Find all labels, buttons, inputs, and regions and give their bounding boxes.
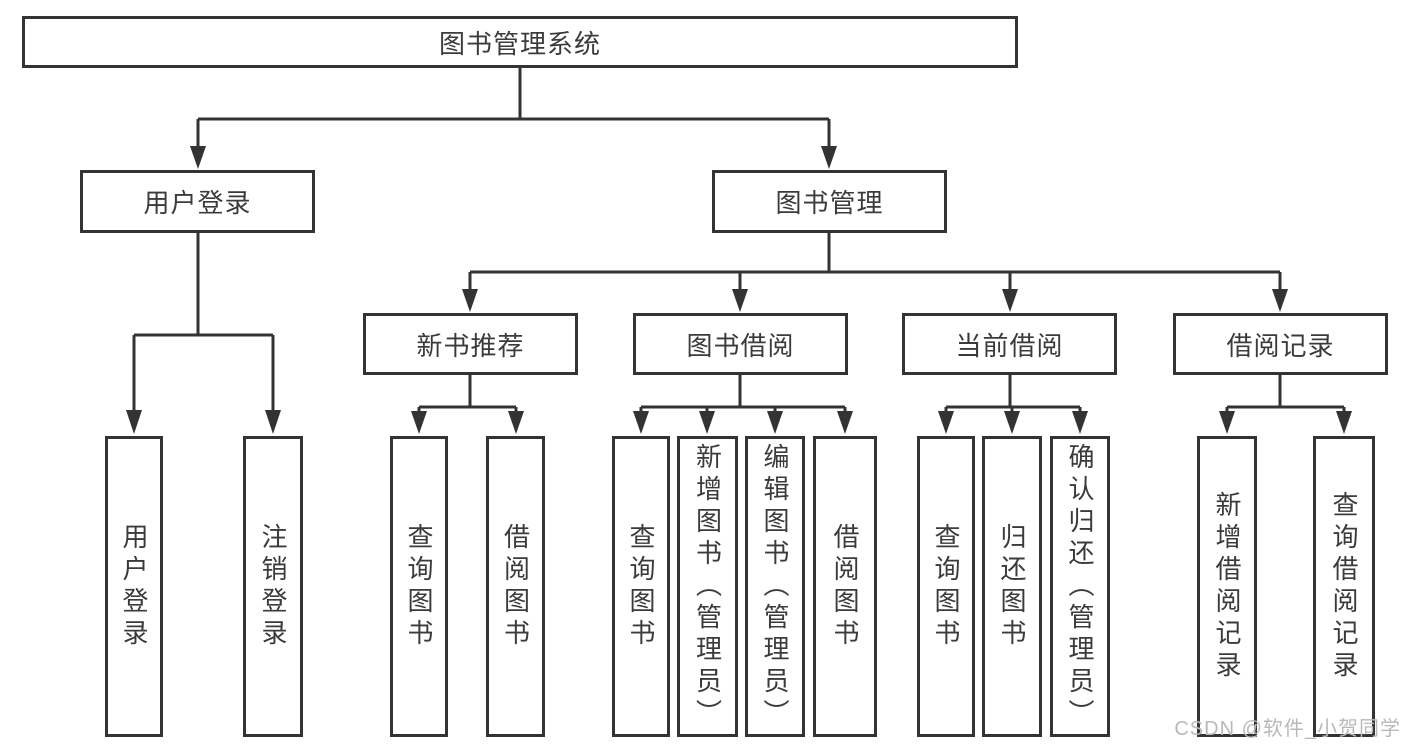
node-label: 用户登录 <box>119 522 149 651</box>
node-current-borrowing: 当前借阅 <box>902 313 1117 375</box>
node-label: 新增借阅记录 <box>1212 490 1242 683</box>
leaf-borrow-books: 借阅图书 <box>813 436 877 737</box>
node-label: 借阅记录 <box>1226 330 1335 361</box>
node-label: 图书管理系统 <box>438 28 601 59</box>
node-label: 图书借阅 <box>686 330 795 361</box>
leaf-add-borrow-record: 新增借阅记录 <box>1197 436 1257 737</box>
node-label: 注销登录 <box>258 522 288 651</box>
leaf-query-books: 查询图书 <box>612 436 670 737</box>
node-user-login: 用户登录 <box>80 170 315 233</box>
node-label: 查询图书 <box>626 522 656 651</box>
leaf-return-books: 归还图书 <box>982 436 1042 737</box>
tree-edges <box>132 68 1346 411</box>
node-library-management-system: 图书管理系统 <box>22 16 1018 68</box>
node-label: 新增图书（管理员） <box>692 442 723 731</box>
node-book-borrowing: 图书借阅 <box>633 313 848 375</box>
leaf-confirm-return-admin: 确认归还（管理员） <box>1050 436 1110 737</box>
leaf-user-login: 用户登录 <box>105 436 163 737</box>
leaf-edit-books-admin: 编辑图书（管理员） <box>745 436 805 737</box>
leaf-logout: 注销登录 <box>243 436 303 737</box>
node-label: 当前借阅 <box>955 330 1064 361</box>
node-label: 编辑图书（管理员） <box>760 442 790 731</box>
node-label: 查询图书 <box>931 522 961 651</box>
node-label: 查询图书 <box>404 522 434 651</box>
node-label: 归还图书 <box>997 522 1027 651</box>
node-label: 图书管理 <box>775 188 884 218</box>
node-book-management: 图书管理 <box>712 170 947 233</box>
node-label: 新书推荐 <box>416 330 525 361</box>
node-label: 确认归还（管理员） <box>1065 442 1095 731</box>
node-label: 借阅图书 <box>500 522 531 651</box>
leaf-query-books: 查询图书 <box>390 436 448 737</box>
leaf-query-books: 查询图书 <box>917 436 975 737</box>
node-new-book-recommend: 新书推荐 <box>363 313 578 375</box>
node-label: 借阅图书 <box>830 522 860 651</box>
leaf-borrow-books: 借阅图书 <box>486 436 545 737</box>
csdn-watermark: CSDN @软件_小贺同学 <box>1174 718 1401 740</box>
arrowheads <box>126 146 1352 434</box>
node-borrowing-records: 借阅记录 <box>1173 313 1388 375</box>
leaf-query-borrow-record: 查询借阅记录 <box>1313 436 1375 737</box>
node-label: 用户登录 <box>143 188 252 218</box>
leaf-add-books-admin: 新增图书（管理员） <box>677 436 738 737</box>
node-label: 查询借阅记录 <box>1329 490 1359 683</box>
